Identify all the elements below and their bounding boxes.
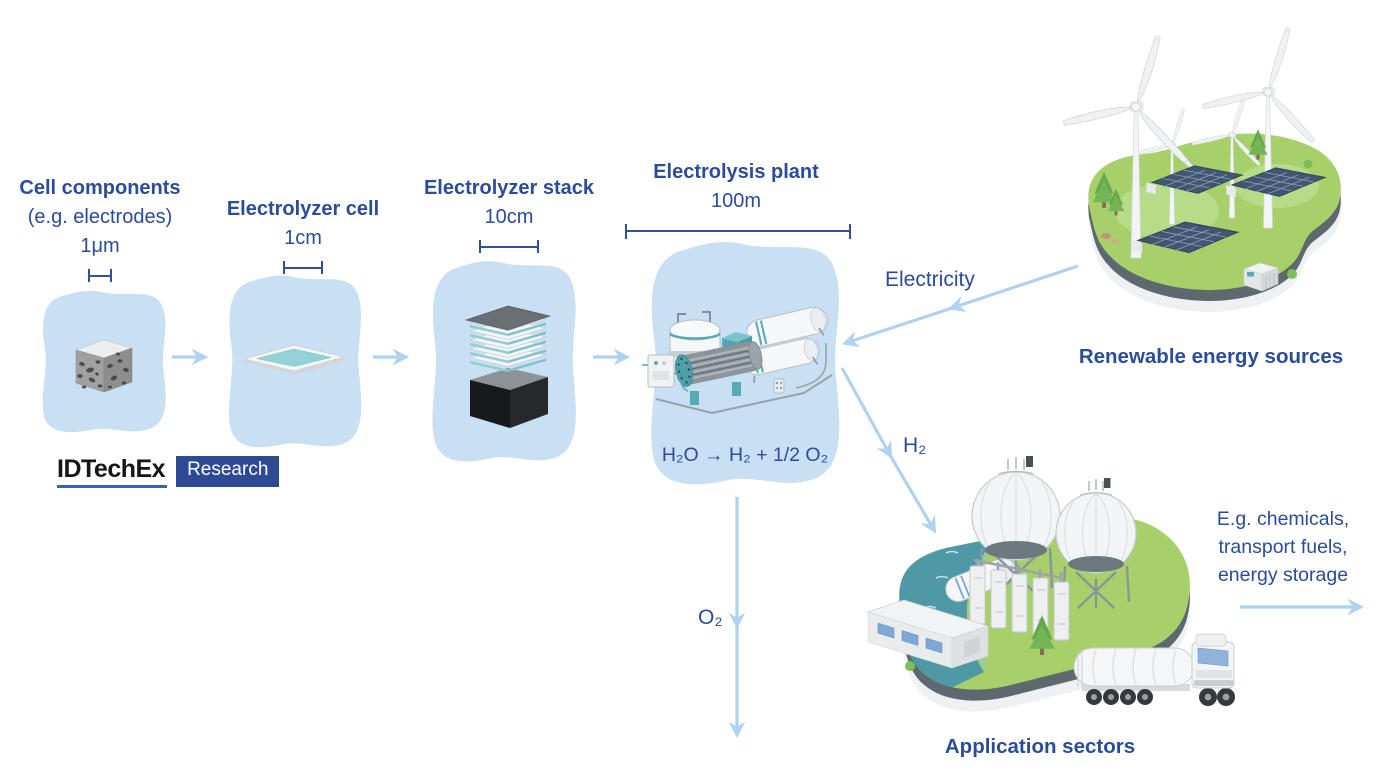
idtechex-logo: IDTechEx Research [57, 456, 280, 488]
truck-cab [1191, 633, 1235, 689]
application-sectors-island-illustration [866, 456, 1235, 712]
electrolysis-plant-illustration [642, 306, 833, 414]
application-sectors-label: Application sectors [944, 735, 1136, 758]
stage-electrolyzer-cell-header: Electrolyzer cell 1cm [208, 195, 398, 274]
outputs-line-1: E.g. chemicals, [1216, 508, 1350, 530]
stage-scale-value: 10cm [484, 206, 534, 228]
stage-electrolyzer-stack-header: Electrolyzer stack 10cm [414, 174, 604, 253]
stage-cell-components-header: Cell components (e.g. electrodes) 1μm [5, 174, 195, 282]
stage-title: Electrolysis plant [653, 161, 819, 183]
scale-bar [625, 224, 851, 239]
hydrogen-label: H₂ [903, 434, 927, 457]
tower-bank [969, 558, 1070, 641]
outputs-line-3: energy storage [1217, 564, 1349, 586]
renewable-sources-label: Renewable energy sources [1078, 345, 1344, 368]
oxygen-label: O₂ [698, 606, 723, 629]
warehouse-building [866, 599, 990, 669]
stage-electrolysis-plant-header: Electrolysis plant 100m [625, 158, 851, 239]
electricity-label: Electricity [885, 268, 975, 291]
gas-sphere-1 [971, 456, 1061, 595]
porous-electrode-cube-illustration [75, 339, 133, 393]
outputs-line-2: transport fuels, [1218, 536, 1348, 558]
stage-subtitle: (e.g. electrodes) [27, 206, 173, 228]
stage-title: Electrolyzer stack [423, 177, 595, 199]
stage-title: Electrolyzer cell [226, 198, 380, 220]
gas-sphere-2 [1055, 478, 1137, 609]
stage-scale-value: 1μm [80, 235, 120, 257]
electrolysis-reaction-formula: H₂O → H₂ + 1/2 O₂ [661, 444, 829, 466]
stage-scale-value: 100m [710, 190, 762, 212]
renewable-energy-island-illustration [1052, 6, 1341, 312]
logo-research-badge: Research [176, 456, 280, 487]
logo-brand-text: IDTechEx [57, 456, 168, 488]
tanker-truck [1073, 633, 1235, 706]
electrolyzer-cell-plate-illustration [242, 344, 346, 375]
bubble-electrolysis-plant: H₂O → H₂ + 1/2 O₂ [644, 237, 846, 491]
scale-bar [479, 240, 539, 253]
stage-scale-value: 1cm [284, 227, 322, 249]
stage-title: Cell components [19, 177, 181, 199]
scale-bar [283, 261, 323, 274]
electrolyzer-stack-illustration [464, 305, 552, 428]
application-outputs-text: E.g. chemicals, transport fuels, energy … [1190, 505, 1376, 589]
scale-bar [88, 269, 112, 282]
